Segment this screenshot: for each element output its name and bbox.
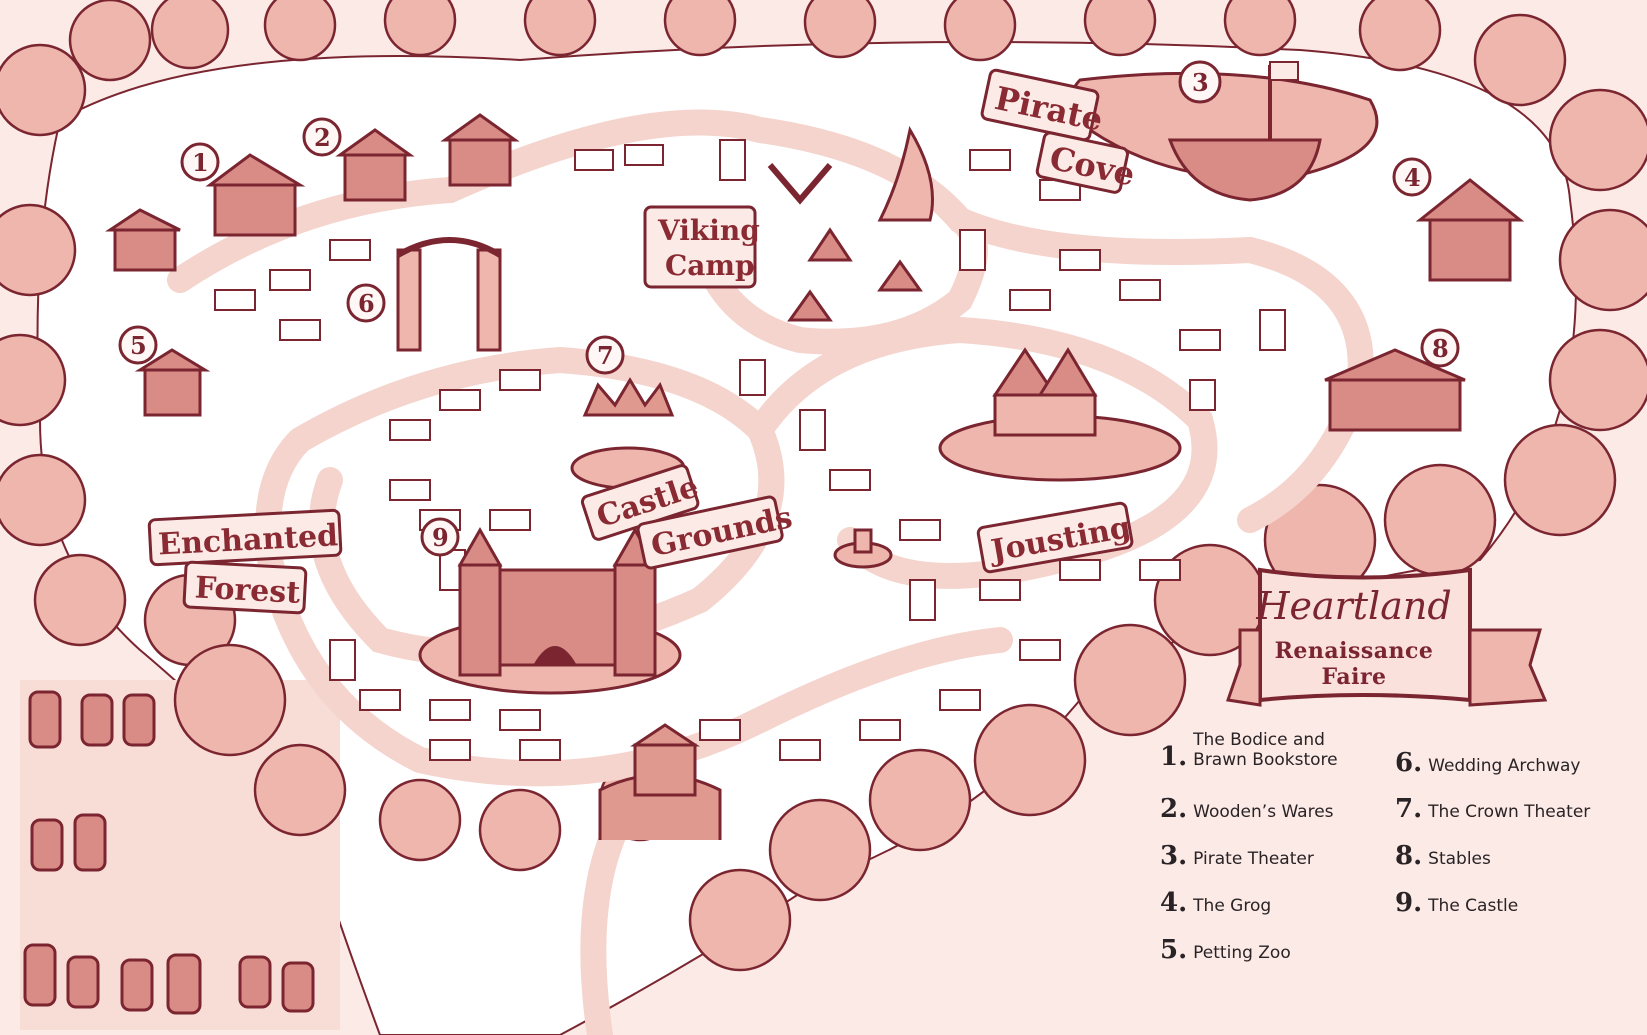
stables-building [1328, 378, 1462, 432]
title-script: Heartland [1256, 584, 1452, 628]
crown-theater-icon [582, 377, 675, 417]
svg-text:2: 2 [314, 123, 331, 152]
vendor-booths [214, 139, 1286, 761]
svg-text:Camp: Camp [665, 249, 755, 282]
woodens-wares-building [343, 153, 407, 202]
bookstore-building [213, 183, 297, 237]
svg-text:9: 9 [432, 523, 449, 552]
map-title: Heartland Renaissance Faire [1238, 572, 1470, 700]
marker-3[interactable]: 3 [1178, 60, 1222, 104]
fountain-icon [833, 528, 893, 569]
map-legend: 1. The Bodice and Brawn Bookstore 2. Woo… [1160, 730, 1630, 970]
legend-item-8: 8. Stables [1395, 841, 1491, 871]
marker-6[interactable]: 6 [346, 283, 386, 323]
viking-camp-icons [767, 125, 934, 322]
svg-text:3: 3 [1192, 68, 1209, 97]
marker-4[interactable]: 4 [1392, 157, 1432, 197]
pirate-ship-icon [1167, 61, 1322, 202]
entrance-gate-icon [598, 723, 722, 840]
svg-text:Viking: Viking [657, 214, 760, 247]
legend-item-3: 3. Pirate Theater [1160, 841, 1314, 871]
legend-item-4: 4. The Grog [1160, 888, 1272, 918]
svg-text:6: 6 [358, 289, 375, 318]
shop-buildings [105, 113, 1525, 432]
parked-cars [23, 690, 315, 1015]
marker-1[interactable]: 1 [180, 142, 220, 182]
marker-5[interactable]: 5 [118, 325, 158, 365]
banner-enchanted-forest: Enchanted Forest [147, 508, 343, 615]
svg-text:1: 1 [192, 148, 209, 177]
marker-8[interactable]: 8 [1420, 328, 1460, 368]
svg-text:4: 4 [1404, 163, 1421, 192]
marker-9[interactable]: 9 [420, 517, 460, 557]
svg-text:8: 8 [1432, 334, 1449, 363]
legend-item-2: 2. Wooden’s Wares [1160, 794, 1334, 824]
marker-7[interactable]: 7 [585, 335, 625, 375]
castle-icon [418, 526, 682, 695]
tree-border [0, 0, 1647, 972]
jousting-tent-icon [992, 347, 1098, 437]
legend-item-1: 1. The Bodice and Brawn Bookstore [1160, 730, 1338, 772]
grog-building [1428, 218, 1512, 282]
legend-item-9: 9. The Castle [1395, 888, 1519, 918]
petting-zoo-barn [143, 368, 202, 417]
banner-viking-camp: Viking Camp [643, 205, 760, 289]
wedding-arch-icon [396, 237, 502, 352]
legend-item-5: 5. Petting Zoo [1160, 935, 1291, 965]
banner-castle-grounds: Castle Grounds [580, 464, 795, 570]
svg-text:Forest: Forest [194, 570, 301, 610]
title-subtitle: Renaissance Faire [1274, 638, 1434, 690]
svg-text:5: 5 [130, 331, 147, 360]
legend-item-6: 6. Wedding Archway [1395, 748, 1581, 778]
legend-item-7: 7. The Crown Theater [1395, 794, 1591, 824]
svg-text:7: 7 [597, 341, 614, 370]
marker-2[interactable]: 2 [302, 117, 342, 157]
